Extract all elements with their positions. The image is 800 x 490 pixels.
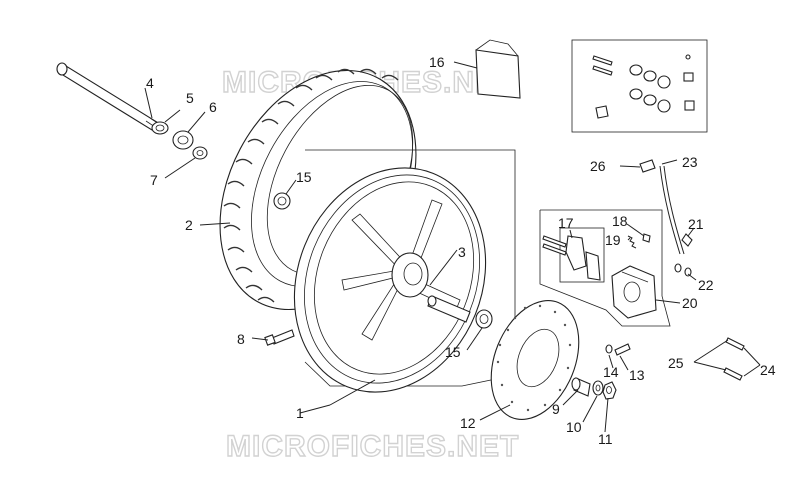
callout-19: 19 — [605, 232, 621, 248]
callout-2: 2 — [185, 217, 193, 233]
callout-9: 9 — [552, 401, 560, 417]
axle-locknut — [602, 381, 617, 400]
callout-5: 5 — [186, 90, 194, 106]
caliper-group-frame — [539, 209, 671, 327]
callout-16: 16 — [429, 54, 445, 70]
axle — [56, 62, 163, 131]
watermark-bottom: MICROFICHES.NET — [226, 430, 519, 463]
callout-4: 4 — [146, 75, 154, 91]
callout-1: 1 — [296, 405, 304, 421]
hardware-bag — [475, 39, 521, 99]
banjo-bolt — [681, 233, 693, 247]
rim — [293, 167, 487, 393]
speedometer-drive — [172, 130, 194, 150]
callout-25: 25 — [668, 355, 684, 371]
pads-frame — [559, 227, 605, 283]
brake-pins — [542, 235, 567, 256]
brake-disc — [490, 300, 580, 420]
callout-21: 21 — [688, 216, 704, 232]
small-washer — [605, 344, 613, 354]
brake-caliper — [611, 265, 657, 319]
bearing-right — [475, 309, 493, 329]
leader-lines — [144, 61, 761, 433]
rim-group-frame — [304, 149, 516, 387]
callout-26: 26 — [590, 158, 606, 174]
wheel-spacer — [571, 377, 591, 397]
callout-10: 10 — [566, 419, 582, 435]
brake-hose — [659, 165, 685, 255]
callout-18: 18 — [612, 213, 628, 229]
callout-6: 6 — [209, 99, 217, 115]
callout-23: 23 — [682, 154, 698, 170]
callout-13: 13 — [629, 367, 645, 383]
callout-17: 17 — [558, 215, 574, 231]
copper-washers — [674, 263, 692, 277]
callout-20: 20 — [682, 295, 698, 311]
callout-15-lower: 15 — [445, 344, 461, 360]
callout-7: 7 — [150, 172, 158, 188]
callout-11: 11 — [598, 431, 613, 447]
brake-kit-box — [571, 39, 708, 133]
spacer-ring — [192, 146, 208, 160]
disc-bolt — [264, 329, 295, 346]
callout-24: 24 — [760, 362, 776, 378]
bearing-left — [273, 192, 291, 210]
caliper-pin — [642, 233, 651, 243]
hose-fitting — [639, 159, 656, 173]
washer — [592, 380, 604, 396]
axle-nut — [151, 121, 169, 135]
callout-8: 8 — [237, 331, 245, 347]
callout-labels: 1 2 3 4 5 6 7 8 9 10 11 12 13 14 15 15 1… — [146, 54, 776, 447]
callout-14: 14 — [603, 364, 619, 380]
callout-22: 22 — [698, 277, 714, 293]
callout-3: 3 — [458, 244, 466, 260]
caliper-bolts — [723, 337, 745, 381]
pad-spring — [627, 235, 637, 249]
internal-spacer — [427, 295, 471, 323]
brake-pads — [565, 235, 601, 281]
screw — [614, 343, 631, 356]
callout-15-upper: 15 — [296, 169, 312, 185]
callout-12: 12 — [460, 415, 476, 431]
